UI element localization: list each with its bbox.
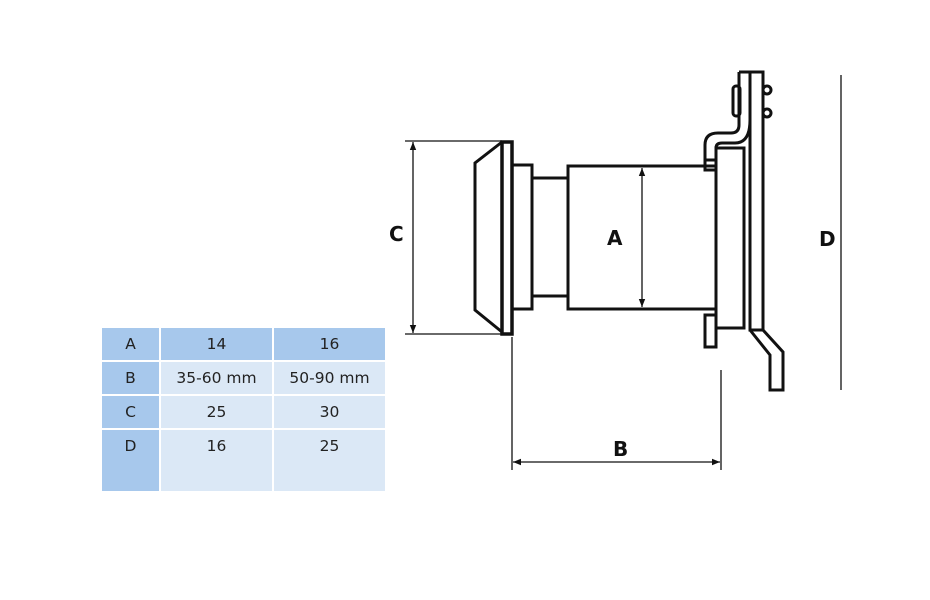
cell-value: 16 [274, 328, 385, 360]
part-outline [473, 70, 785, 392]
label-c: C [389, 222, 404, 246]
table-row: D 16 25 [102, 430, 385, 491]
top-tab [703, 158, 718, 172]
table-row: B 35-60 mm 50-90 mm [102, 362, 385, 394]
label-a: A [607, 226, 623, 250]
table-row: A 14 16 [102, 328, 385, 360]
neck [532, 176, 568, 298]
row-key: A [102, 328, 159, 360]
bolt-bottom [761, 107, 773, 119]
collar [510, 163, 534, 311]
label-d: D [819, 227, 836, 251]
row-key: C [102, 396, 159, 428]
cell-value: 16 [161, 430, 272, 491]
row-key: D [102, 430, 159, 491]
cell-value: 35-60 mm [161, 362, 272, 394]
dimension-c [405, 140, 502, 335]
clamp-left [731, 84, 742, 118]
bottom-tab [703, 313, 718, 349]
row-key: B [102, 362, 159, 394]
bolt-top [761, 84, 773, 96]
lower-foot [748, 328, 785, 392]
upper-arm-inner [714, 119, 752, 149]
cell-value: 14 [161, 328, 272, 360]
conical-front [473, 140, 503, 334]
cell-value: 25 [161, 396, 272, 428]
cell-value: 30 [274, 396, 385, 428]
bracket-bar [748, 70, 765, 332]
rear-flange [714, 146, 746, 330]
label-b: B [613, 437, 628, 461]
cell-value: 50-90 mm [274, 362, 385, 394]
table-row: C 25 30 [102, 396, 385, 428]
dimension-table: A 14 16 B 35-60 mm 50-90 mm C 25 30 D 16… [100, 326, 387, 493]
dimension-b [511, 337, 722, 470]
upper-arm [703, 70, 750, 160]
cell-value: 25 [274, 430, 385, 491]
